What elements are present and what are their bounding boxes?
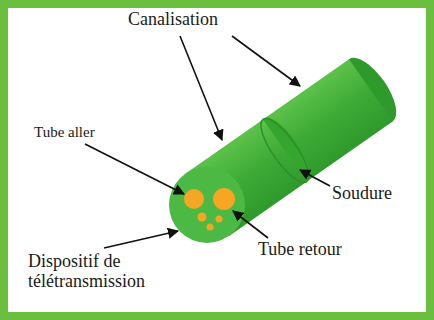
telemetry-wire <box>198 213 207 222</box>
return-tube <box>213 188 235 210</box>
leader-lines <box>85 36 330 248</box>
supply-tube <box>184 189 204 209</box>
leader-line <box>233 211 268 238</box>
part-label: Canalisation <box>128 10 218 30</box>
weld-line <box>253 112 316 188</box>
part-label: Tube retour <box>258 240 342 260</box>
leader-line <box>85 144 184 194</box>
pipe <box>185 50 406 236</box>
part-label: Tube aller <box>34 124 95 141</box>
leader-line <box>300 170 330 186</box>
part-label: Soudure <box>332 184 392 204</box>
telemetry-wire <box>216 216 223 223</box>
leader-line <box>232 36 300 86</box>
frame-border <box>4 4 430 316</box>
leader-line <box>180 36 222 140</box>
telemetry-wire <box>207 224 214 231</box>
part-label: Dispositif de télétransmission <box>28 252 178 292</box>
pipe-end-face <box>169 167 245 243</box>
leader-line <box>104 231 178 248</box>
